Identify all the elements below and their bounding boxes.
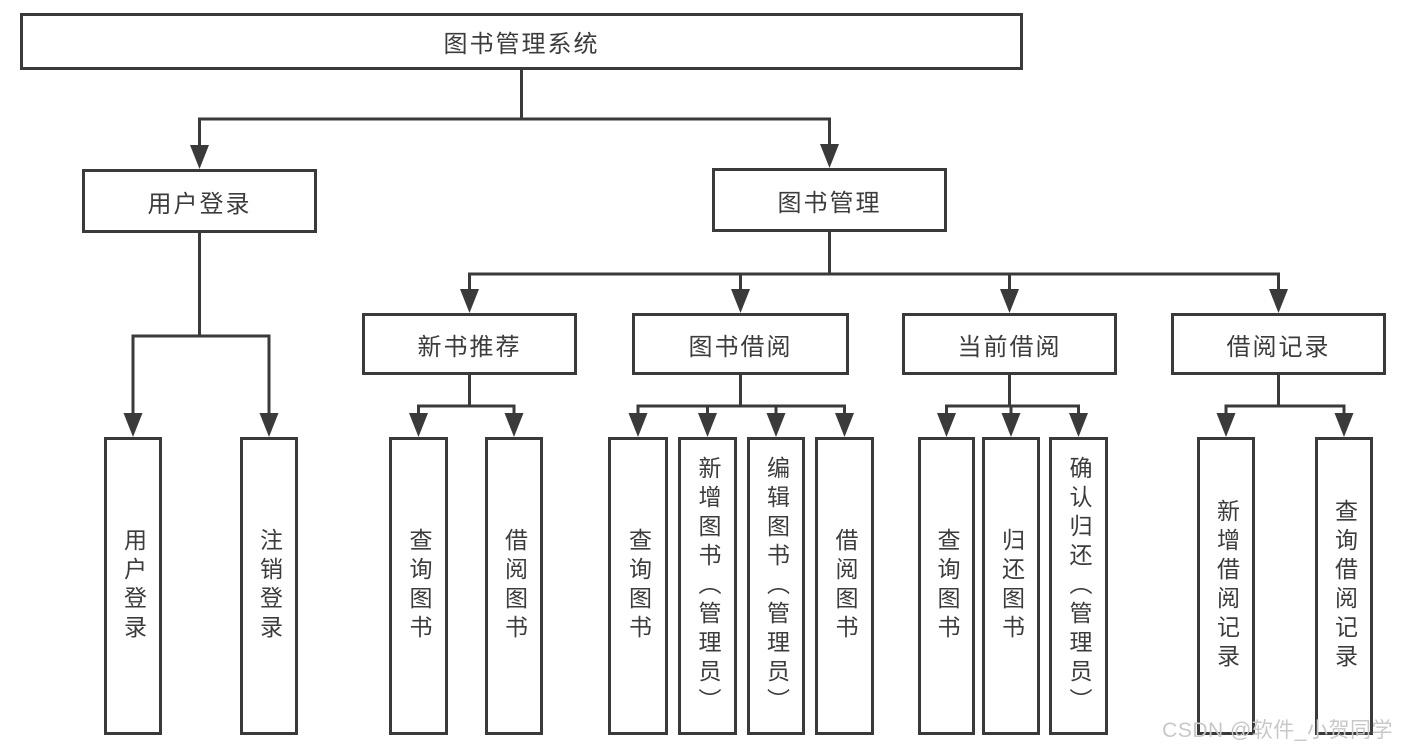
leaf-borrowing-query-books-label: 查询图书 <box>625 528 652 644</box>
node-new-book-recommend-label: 新书推荐 <box>417 333 522 361</box>
leaf-borrowing-edit-books: 编辑图书（管理员） <box>747 437 805 735</box>
leaf-borrowing-borrow-books-label: 借阅图书 <box>832 528 858 644</box>
leaf-borrowing-add-books-label: 新增图书（管理员） <box>695 455 721 717</box>
node-borrow-records-label: 借阅记录 <box>1226 333 1331 361</box>
leaf-recommend-query-books: 查询图书 <box>389 437 448 735</box>
node-book-management-label: 图书管理 <box>777 189 882 217</box>
node-user-login-label: 用户登录 <box>147 190 252 218</box>
leaf-records-query-record-label: 查询借阅记录 <box>1331 499 1358 673</box>
node-borrow-records: 借阅记录 <box>1171 313 1386 375</box>
leaf-borrowing-query-books: 查询图书 <box>608 437 668 735</box>
connector-book-borrowing-to-leaves <box>636 375 846 417</box>
connector-current-borrowing-to-leaves <box>945 375 1080 417</box>
connector-book-management-to-level3 <box>468 232 1280 293</box>
leaf-current-confirm-return-label: 确认归还（管理员） <box>1066 455 1092 717</box>
connector-root-to-level2 <box>198 70 831 149</box>
arrowheads <box>123 144 1354 437</box>
leaf-recommend-borrow-books-label: 借阅图书 <box>501 528 528 644</box>
leaf-current-confirm-return: 确认归还（管理员） <box>1049 437 1108 735</box>
node-user-login: 用户登录 <box>82 169 317 233</box>
leaf-user-login: 用户登录 <box>104 437 162 735</box>
leaf-recommend-query-books-label: 查询图书 <box>406 528 432 644</box>
connector-user-login-to-leaves <box>131 233 271 417</box>
watermark-text: CSDN @软件_小贺同学 <box>1162 719 1393 742</box>
leaf-borrowing-borrow-books: 借阅图书 <box>815 437 874 735</box>
node-library-system: 图书管理系统 <box>20 13 1023 70</box>
node-library-system-label: 图书管理系统 <box>443 31 600 58</box>
leaf-recommend-borrow-books: 借阅图书 <box>485 437 543 735</box>
leaf-logout: 注销登录 <box>240 437 298 735</box>
node-book-borrowing: 图书借阅 <box>632 313 849 375</box>
node-book-management: 图书管理 <box>712 168 947 232</box>
leaf-records-add-record: 新增借阅记录 <box>1197 437 1255 735</box>
leaf-logout-label: 注销登录 <box>256 528 283 644</box>
leaf-borrowing-add-books: 新增图书（管理员） <box>678 437 737 735</box>
leaf-current-query-books-label: 查询图书 <box>934 528 960 644</box>
node-new-book-recommend: 新书推荐 <box>362 313 577 375</box>
leaf-current-return-books: 归还图书 <box>982 437 1040 735</box>
leaf-records-add-record-label: 新增借阅记录 <box>1213 499 1240 673</box>
leaf-current-return-books-label: 归还图书 <box>998 528 1025 644</box>
leaf-records-query-record: 查询借阅记录 <box>1315 437 1373 735</box>
node-current-borrowing: 当前借阅 <box>902 313 1117 375</box>
node-book-borrowing-label: 图书借阅 <box>688 333 793 361</box>
node-current-borrowing-label: 当前借阅 <box>957 333 1062 361</box>
leaf-user-login-label: 用户登录 <box>120 528 147 644</box>
leaf-current-query-books: 查询图书 <box>918 437 975 735</box>
connector-borrow-records-to-leaves <box>1224 375 1346 417</box>
connector-new-book-recommend-to-leaves <box>417 375 516 417</box>
leaf-borrowing-edit-books-label: 编辑图书（管理员） <box>763 455 790 717</box>
